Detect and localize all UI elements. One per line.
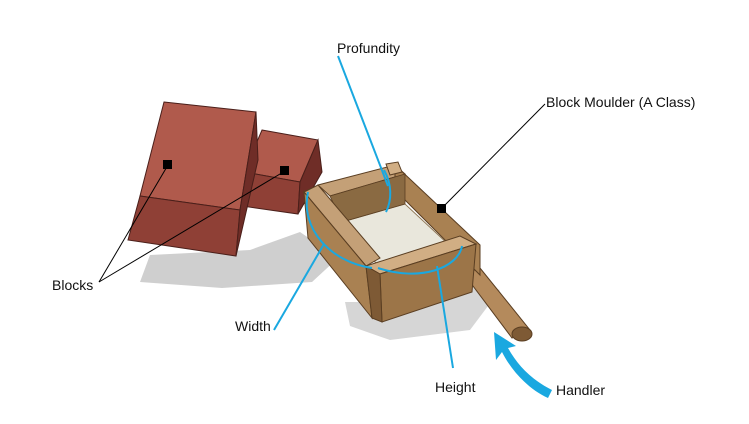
height-arc xyxy=(377,245,463,275)
block-moulder xyxy=(303,161,481,323)
profundity-arc xyxy=(383,169,392,213)
blocks-label: Blocks xyxy=(52,277,94,293)
height-leader xyxy=(436,265,454,369)
leader-markers xyxy=(163,160,446,213)
profundity-label: Profundity xyxy=(337,40,401,56)
width-leader xyxy=(273,243,325,331)
width-label: Width xyxy=(235,318,271,334)
leader-lines xyxy=(98,103,546,283)
handler-label: Handler xyxy=(556,382,606,398)
height-label: Height xyxy=(435,379,476,395)
width-arc xyxy=(305,191,373,269)
handler-arrow xyxy=(494,332,552,398)
dimension-lines xyxy=(273,55,463,369)
block-moulder-label: Block Moulder (A Class) xyxy=(546,94,696,110)
profundity-leader xyxy=(337,55,389,187)
brick-large xyxy=(127,101,259,257)
